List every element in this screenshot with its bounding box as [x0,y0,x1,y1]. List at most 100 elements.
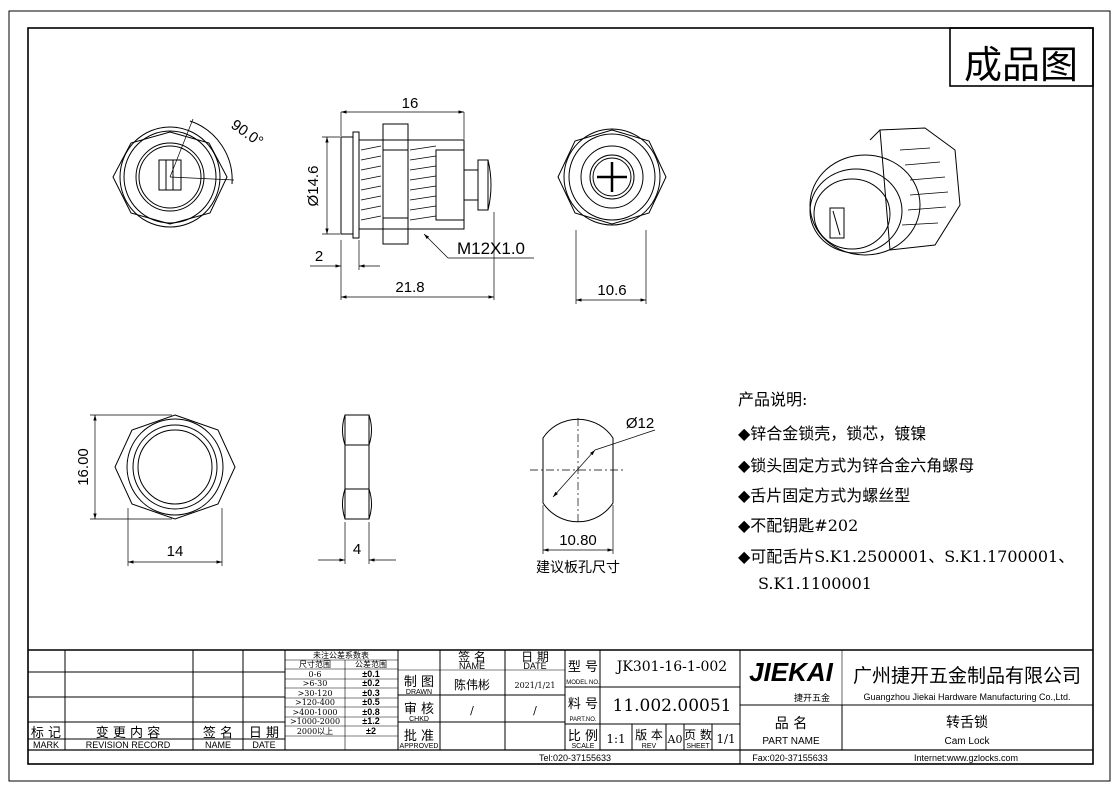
nut-thickness-dimension-lines [318,522,396,564]
tolerance-value: ±0.5 [362,697,379,707]
sheet-value: 1/1 [716,732,735,746]
tolerance-range: >30-120 [298,689,333,698]
tolerance-range: 2000以上 [297,727,333,736]
date-en: DATE [252,740,275,750]
part-name-cn: 品 名 [775,716,807,732]
outer-frame [8,10,1111,782]
finished-drawing-title: 成品图 [964,43,1078,87]
tolerance-range: >120-400 [295,698,335,707]
description-line-3: ◆舌片固定方式为螺丝型 [738,486,910,505]
hex-nut-front-view [114,414,236,520]
description-line-5: ◆可配舌片S.K1.2500001、S.K1.1700001、 [738,547,1074,566]
hex-nut-side-view [342,414,372,520]
description-line-1: ◆锌合金锁壳，锁芯，镀镍 [738,424,926,443]
tolerance-range: >1000-2000 [290,717,340,726]
product-name-en: Cam Lock [944,736,990,747]
revision-en: REVISION RECORD [86,740,171,750]
part-cn: 料 号 [568,697,598,712]
panel-hole-view [542,418,614,523]
description-line-2: ◆锁头固定方式为锌合金六角螺母 [738,456,974,475]
part-name-en: PART NAME [762,736,820,747]
revision-value: A0 [667,733,683,746]
hole-caption: 建议板孔尺寸 [536,560,620,576]
tolerance-header-tol: 公差范围 [355,659,387,669]
revision-label-cn: 版 本 [635,728,663,742]
signature-date-cn: 日 期 [521,650,549,664]
revision-cn: 变 更 内 容 [96,725,160,741]
drawn-date: 2021/1/21 [514,681,555,690]
angle-dimension: 90.0° [228,116,267,150]
finished-drawing-title-box: 成品图 [949,27,1094,87]
tolerance-value: ±0.8 [362,707,379,717]
dim-hole-flat: 10.80 [559,532,597,549]
logo-subtitle: 捷开五金 [794,692,830,704]
scale-value: 1:1 [606,732,625,746]
dim-total-21-8: 21.8 [395,279,424,296]
tolerance-value: ±0.3 [362,688,379,698]
perspective-view [809,127,961,256]
date-cn: 日 期 [249,726,279,741]
tolerance-title: 未注公差系数表 [313,650,369,660]
company-name-en: Guangzhou Jiekai Hardware Manufacturing … [863,692,1070,702]
name-en: NAME [205,740,231,750]
scale-en: SCALE [572,743,595,750]
signature-name-en: NAME [459,661,485,671]
logo-text: JIEKAI [749,657,834,687]
mark-cn: 标 记 [31,726,61,741]
website: Internet:www.gzlocks.com [914,753,1018,763]
checked-date: / [533,704,537,717]
inner-frame [27,27,1094,765]
tolerance-table: 未注公差系数表 尺寸范围 公差范围 0-6 ±0.1 >6-30 ±0.2 >3… [290,650,387,736]
sheet-label-en: SHEET [686,743,710,750]
dim-flange-2: 2 [315,248,323,265]
panel-hole-dimension-lines [530,418,656,554]
hex-nut-dimension-lines [90,414,223,566]
sheet-label-cn: 页 数 [684,727,712,742]
signature-name-cn: 签 名 [458,649,486,664]
tolerance-range: 0-6 [309,670,322,679]
side-view [340,123,492,245]
drawn-cn: 制 图 [404,675,434,690]
fax: Fax:020-37155633 [752,753,828,763]
checked-en: CHKD [409,716,429,723]
approved-cn: 批 准 [404,729,434,744]
checked-cn: 审 核 [404,702,434,717]
dim-hex-width: 14 [167,543,184,560]
dim-hole-diameter: Ø12 [626,415,654,432]
dim-length-16: 16 [402,95,419,112]
approved-en: APPROVED [400,743,439,750]
title-block: 标 记 变 更 内 容 签 名 日 期 MARK REVISION RECORD… [28,649,1093,764]
model-en: MODEL NO. [566,680,600,686]
name-cn: 签 名 [203,725,233,741]
tolerance-value: ±2 [366,726,376,736]
part-number: 11.002.00051 [613,696,732,716]
description-line-4: ◆不配钥匙#202 [738,516,858,535]
rear-view-dimension-lines [575,230,647,304]
dim-diameter-14-6: Ø14.6 [305,166,322,207]
description-heading: 产品说明: [738,390,807,409]
tolerance-value: ±0.1 [362,669,379,679]
telephone: Tel:020-37155633 [539,753,611,763]
drawn-by: 陈伟彬 [454,677,490,692]
signature-date-en: DATE [523,661,546,671]
company-name-cn: 广州捷开五金制品有限公司 [853,665,1081,687]
model-cn: 型 号 [568,660,598,675]
part-en: PART.NO. [569,717,596,723]
tolerance-value: ±0.2 [362,678,379,688]
checked-by: / [470,704,474,717]
dim-side-10-6: 10.6 [597,282,626,299]
dim-hex-height: 16.00 [75,448,92,486]
revision-label-en: REV [642,743,657,750]
tolerance-value: ±1.2 [362,716,379,726]
product-name-cn: 转舌锁 [946,715,988,731]
tolerance-range: >400-1000 [292,708,337,717]
scale-cn: 比 例 [568,729,598,744]
description-line-6: S.K1.1100001 [758,574,872,593]
side-view-dimensions [310,110,534,300]
dim-thread-m12: M12X1.0 [457,239,525,258]
model-number: JK301-16-1-002 [615,659,727,675]
tolerance-range: >6-30 [303,679,328,688]
dim-nut-thickness: 4 [353,541,361,558]
company-logo: JIEKAI 捷开五金 [749,657,834,704]
